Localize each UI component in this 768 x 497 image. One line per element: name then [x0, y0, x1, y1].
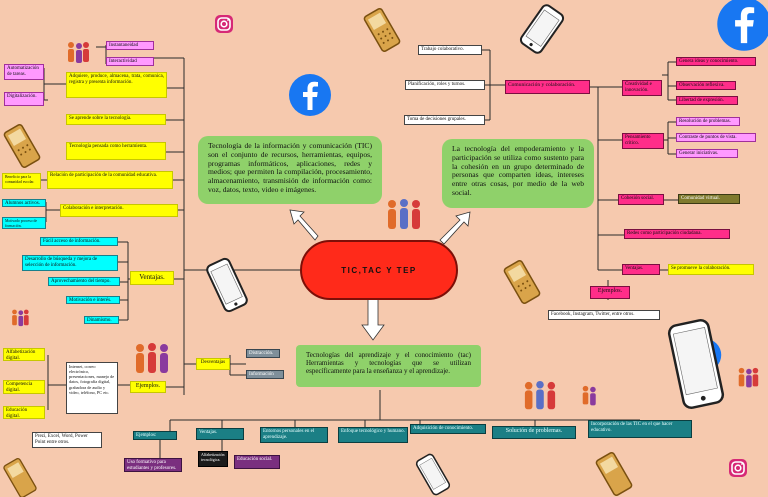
tep-hub: Comunicación y colaboración.	[505, 80, 590, 94]
tep-pensamiento-3: Generar iniciativas.	[676, 149, 738, 158]
phone-icon	[206, 257, 248, 313]
tac-enfoque: Enfoque tecnológico y humano.	[338, 427, 408, 443]
tic-ventaja-1: Fácil acceso de información.	[40, 237, 118, 246]
tic-interactividad: Interactividad	[106, 57, 154, 66]
tic-ejemplo-2: Competencia digital.	[3, 380, 45, 394]
phone-icon	[363, 8, 401, 52]
people-icon	[524, 380, 556, 410]
people-icon	[68, 42, 89, 63]
tep-creatividad-3: Libertad de expresión.	[676, 96, 738, 105]
tic-alumnos-activos: Alumnos activos.	[2, 199, 46, 207]
tac-solucion: Solución de problemas.	[492, 426, 576, 439]
tac-ventaja-2: Alfabetización tecnológica.	[198, 451, 228, 467]
people-icon	[738, 367, 759, 388]
tic-colaboracion: Colaboración e interpretación.	[60, 204, 178, 217]
tep-pensamiento-1: Resolución de problemas.	[676, 117, 740, 126]
tep-ventajas: Ventajas.	[622, 264, 660, 275]
tic-desventaja-1: Distracción.	[246, 349, 280, 358]
tac-definition: Tecnologías del aprendizaje y el conocim…	[296, 345, 481, 387]
tac-entornos: Entornos personales en el aprendizaje.	[260, 427, 328, 443]
tac-ventaja-3: Educación social.	[234, 455, 280, 469]
tic-herramienta: Tecnología pensada como herramienta.	[66, 142, 166, 160]
tep-redes: Redes como participación ciudadana.	[624, 229, 730, 239]
facebook-icon	[717, 0, 768, 51]
people-icon	[136, 343, 168, 373]
tac-ejemplos-text: Prezi, Excel, Word, Power Point entre ot…	[32, 432, 102, 448]
tac-adquisicion: Adquisición de conocimiento.	[410, 424, 486, 434]
tic-ventaja-2: Desarrollo de búsqueda y mejora de selec…	[22, 255, 118, 271]
tep-pensamiento: Pensamiento crítico.	[622, 133, 664, 149]
tep-creatividad-2: Observación reflexiva.	[676, 81, 736, 90]
phone-icon	[415, 453, 451, 496]
tic-aprende: Se aprende sobre la tecnología.	[66, 114, 166, 125]
tep-ventajas-item: Se promueve la colaboración.	[668, 264, 754, 275]
tac-ventaja-1: Uso formativo para estudiantes y profeso…	[124, 458, 182, 472]
tic-ventaja-4: Motivación e interés.	[66, 296, 120, 304]
tic-automatizacion: Automatización de tareas.	[4, 64, 44, 80]
tic-ejemplo-3: Educación digital.	[3, 406, 45, 419]
facebook-icon	[289, 74, 331, 116]
people-icon	[388, 199, 420, 229]
tic-digitalizacion: Digitalización.	[4, 92, 44, 106]
tep-left-3: Toma de decisiones grupales.	[404, 115, 485, 125]
tep-left-1: Trabajo colaborativo.	[418, 45, 482, 55]
phone-icon	[503, 260, 541, 304]
tic-definition: Tecnología de la información y comunicac…	[198, 136, 382, 204]
tep-creatividad-1: Genera ideas y conocimiento.	[676, 57, 756, 66]
tep-left-2: Planificación, roles y turnos.	[405, 80, 485, 90]
tac-incorporacion: Incorporación de las TIC en el que hacer…	[588, 420, 692, 438]
tic-adquiere: Adquiere, produce, almacena, trata, comu…	[66, 72, 167, 98]
tic-relacion: Relación de participación de la comunida…	[47, 171, 173, 189]
tic-ventaja-5: Dinamismo.	[84, 316, 119, 324]
tep-creatividad: Creatividad e innovación.	[622, 80, 662, 96]
tic-desventajas-label: Desventajas	[196, 358, 230, 370]
tep-pensamiento-2: Contraste de puntos de vista.	[676, 133, 756, 142]
phone-icon	[667, 318, 725, 410]
tic-beneficio: Beneficio para la comunidad escolar.	[2, 173, 41, 189]
tic-desventaja-2: Información falsa.	[246, 370, 284, 379]
phone-icon	[519, 4, 565, 54]
tic-motivado: Motivado proceso de formación.	[2, 217, 46, 229]
tep-cohesion-item: Comunidad virtual.	[678, 194, 740, 204]
tep-definition: La tecnología del empoderamiento y la pa…	[442, 139, 594, 208]
tep-cohesion: Cohesión social.	[618, 194, 664, 205]
phone-icon	[3, 458, 37, 497]
tep-ejemplos: Ejemplos.	[590, 286, 630, 299]
tac-ejemplos: Ejemplos:	[133, 431, 177, 440]
tic-ejemplos-text: Internet, correo electrónico, presentaci…	[66, 362, 118, 414]
tic-instantaneidad: Instantaneidad	[106, 41, 154, 50]
phone-icon	[3, 124, 41, 168]
people-icon	[12, 309, 29, 327]
central-topic: TIC,TAC Y TEP	[300, 240, 458, 300]
people-icon	[582, 385, 596, 406]
tic-ejemplo-1: Alfabetización digital.	[3, 348, 45, 361]
tic-ventaja-3: Aprovechamiento del tiempo.	[48, 277, 120, 286]
phone-icon	[595, 452, 633, 496]
tic-ejemplos-label: Ejemplos.	[130, 381, 166, 393]
instagram-icon	[215, 15, 233, 33]
instagram-icon	[729, 459, 747, 477]
tac-ventajas: Ventajas.	[196, 428, 244, 440]
tep-ejemplos-item: Facebook, Instagram, Twitter, entre otro…	[548, 310, 660, 320]
tic-ventajas-label: Ventajas.	[130, 271, 174, 285]
